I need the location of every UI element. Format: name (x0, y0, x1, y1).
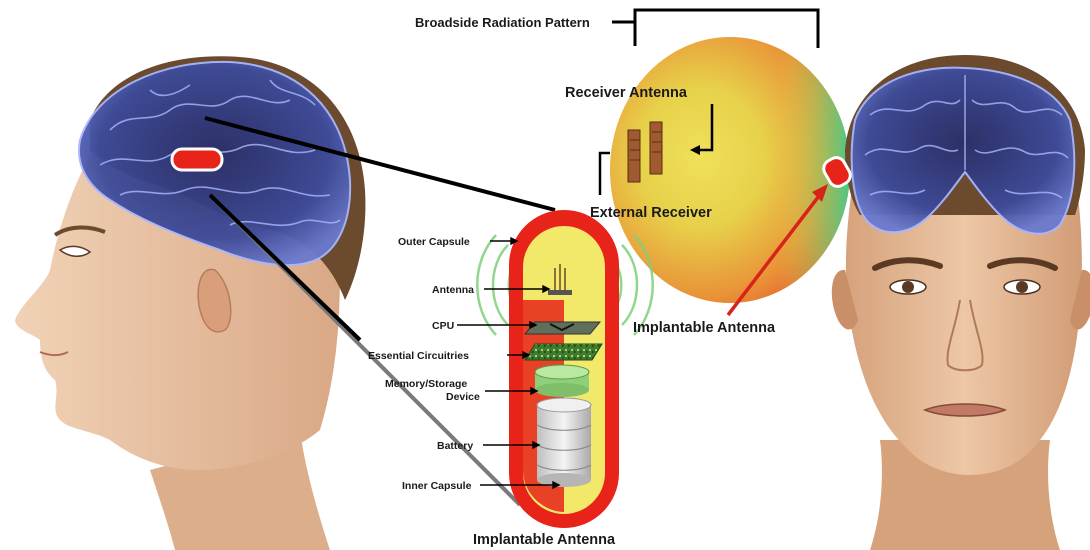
right-iris-right (1016, 281, 1028, 293)
memory-storage-label-line1: Memory/Storage (385, 378, 467, 390)
capsule (477, 210, 653, 528)
right-iris-left (902, 281, 914, 293)
essential-circuitries-label: Essential Circuitries (368, 350, 469, 362)
implantable-antenna-bottom-label: Implantable Antenna (473, 532, 616, 548)
memory-storage-label-line2: Device (446, 391, 480, 403)
cpu-label: CPU (432, 320, 454, 332)
left-implant-marker (172, 149, 222, 170)
left-head-profile (15, 56, 365, 550)
radiation-pattern (600, 37, 850, 303)
radiation-pattern-green-edge (610, 37, 850, 303)
right-head-frontal (820, 55, 1090, 550)
implantable-antenna-right-label: Implantable Antenna (633, 320, 776, 336)
memory-component (535, 365, 589, 397)
inner-capsule-label: Inner Capsule (402, 480, 472, 492)
receiver-antenna-label: Receiver Antenna (565, 85, 688, 101)
right-mouth (925, 404, 1005, 416)
battery-label: Battery (437, 440, 473, 452)
outer-capsule-label: Outer Capsule (398, 236, 470, 248)
cpu-component (525, 322, 600, 334)
broadside-label: Broadside Radiation Pattern (415, 15, 590, 30)
battery-component (537, 398, 591, 487)
antenna-label: Antenna (432, 284, 474, 296)
circuitries-component (525, 344, 602, 360)
external-receiver-label: External Receiver (590, 205, 712, 221)
external-receiver-bracket (600, 153, 610, 195)
